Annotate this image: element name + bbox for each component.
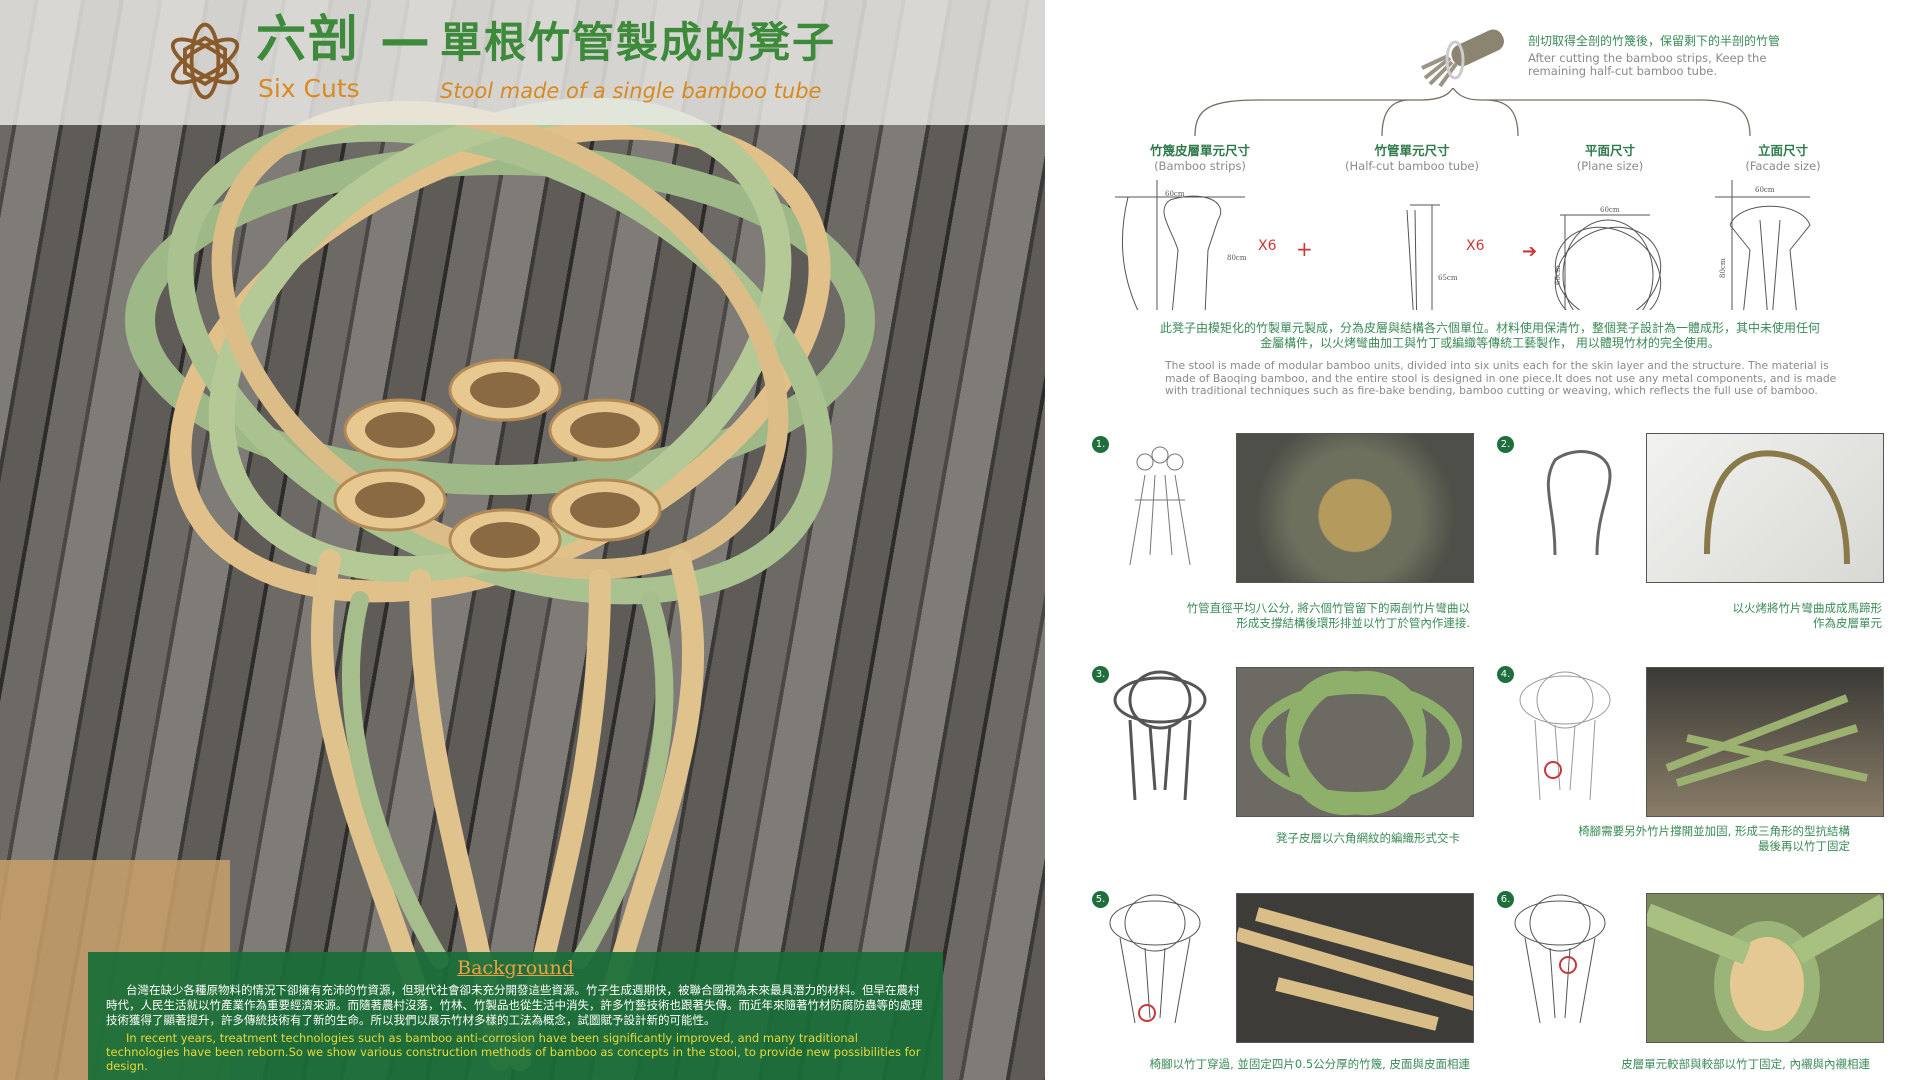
plane-height-label: 60cm <box>1554 265 1562 285</box>
background-section: Background 台灣在缺少各種原物料的情況下卻擁有充沛的竹資源，但現代社會… <box>88 952 943 1080</box>
multiply-six-label-2: X6 <box>1466 238 1485 254</box>
intro-zh: 剖切取得全剖的竹篾後，保留剩下的半剖的竹管 <box>1528 34 1781 48</box>
step-3-caption: 凳子皮層以六角網紋的編織形式交卡 <box>1276 831 1460 845</box>
brace-connector <box>1194 88 1751 137</box>
multiply-six-label: X6 <box>1258 238 1277 254</box>
description-en: The stool is made of modular bamboo unit… <box>1165 359 1837 397</box>
step-4-photo <box>1646 667 1884 817</box>
title-en: Six Cuts <box>258 74 360 103</box>
step-3-sketch <box>1113 670 1207 801</box>
step-1-photo <box>1236 433 1474 583</box>
step-2-caption: 以火烤將竹片彎曲成成馬蹄形 作為皮層單元 <box>1732 601 1883 630</box>
column-plane-size: 平面尺寸(Plane size) <box>1576 143 1644 173</box>
step-4-sketch <box>1519 671 1611 801</box>
tube-height-label: 65cm <box>1438 274 1458 282</box>
column-bamboo-strips: 竹篾皮層單元尺寸(Bamboo strips) <box>1149 143 1250 173</box>
bamboo-stool-image <box>0 97 875 1080</box>
subtitle-en: Stool made of a single bamboo tube <box>440 79 822 103</box>
background-text-zh: 台灣在缺少各種原物料的情況下卻擁有充沛的竹資源，但現代社會卻未充分開發這些資源。… <box>106 983 923 1027</box>
step-6-sketch <box>1514 894 1606 1024</box>
background-text-en: In recent years, treatment technologies … <box>106 1031 921 1073</box>
step-6-photo <box>1646 893 1884 1043</box>
step-3-photo <box>1236 667 1474 817</box>
step-2-photo <box>1646 433 1884 583</box>
title-dash: — <box>380 10 430 68</box>
facade-width-label: 60cm <box>1755 186 1775 194</box>
description-zh: 此凳子由模矩化的竹製單元製成，分為皮層與結構各六個單位。材料使用保清竹，整個凳子… <box>1160 321 1821 350</box>
step-5-sketch <box>1109 894 1201 1024</box>
step-2-sketch <box>1546 450 1612 556</box>
step-6-caption: 皮層單元較部與較部以竹丁固定, 內襯與內襯相連 <box>1621 1057 1870 1071</box>
facade-height-label: 80cm <box>1719 258 1727 278</box>
plane-width-label: 60cm <box>1600 206 1620 214</box>
title-band: 六剖 — 單根竹管製成的凳子 Six Cuts Stool made of a … <box>0 0 1045 125</box>
background-title: Background <box>457 957 574 979</box>
intro-en: After cutting the bamboo strips, Keep th… <box>1528 51 1767 78</box>
title-zh: 六剖 <box>256 10 360 68</box>
step-1-caption: 竹管直徑平均八公分, 將六個竹管留下的兩剖竹片彎曲以 形成支撐結構後環形排並以竹… <box>1186 601 1470 630</box>
arrow-icon: ➔ <box>1522 241 1537 262</box>
step-5-caption: 椅腳以竹丁穿過, 並固定四片0.5公分厚的竹篾, 皮面與皮面相連 <box>1149 1057 1470 1071</box>
strip-height-label: 80cm <box>1227 254 1247 262</box>
stool-photo <box>0 0 1045 1080</box>
bamboo-tube-icon <box>1421 29 1504 88</box>
subtitle-zh: 單根竹管製成的凳子 <box>440 18 837 67</box>
strip-width-label: 60cm <box>1165 190 1185 198</box>
step-4-caption: 椅腳需要另外竹片撐開並加固, 形成三角形的型抗結構 最後再以竹丁固定 <box>1578 824 1850 853</box>
step-5-photo <box>1236 893 1474 1043</box>
column-facade-size: 立面尺寸(Facade size) <box>1745 143 1821 173</box>
dimension-drawings: 60cm 80cm 65cm 60cm 60cm 60cm 80cm 45cm … <box>1115 180 1811 310</box>
plus-sign: + <box>1296 237 1313 261</box>
step-1-sketch <box>1129 446 1191 566</box>
column-half-cut-tube: 竹管單元尺寸(Half-cut bamboo tube) <box>1345 143 1479 173</box>
six-cuts-logo-icon <box>170 22 240 100</box>
